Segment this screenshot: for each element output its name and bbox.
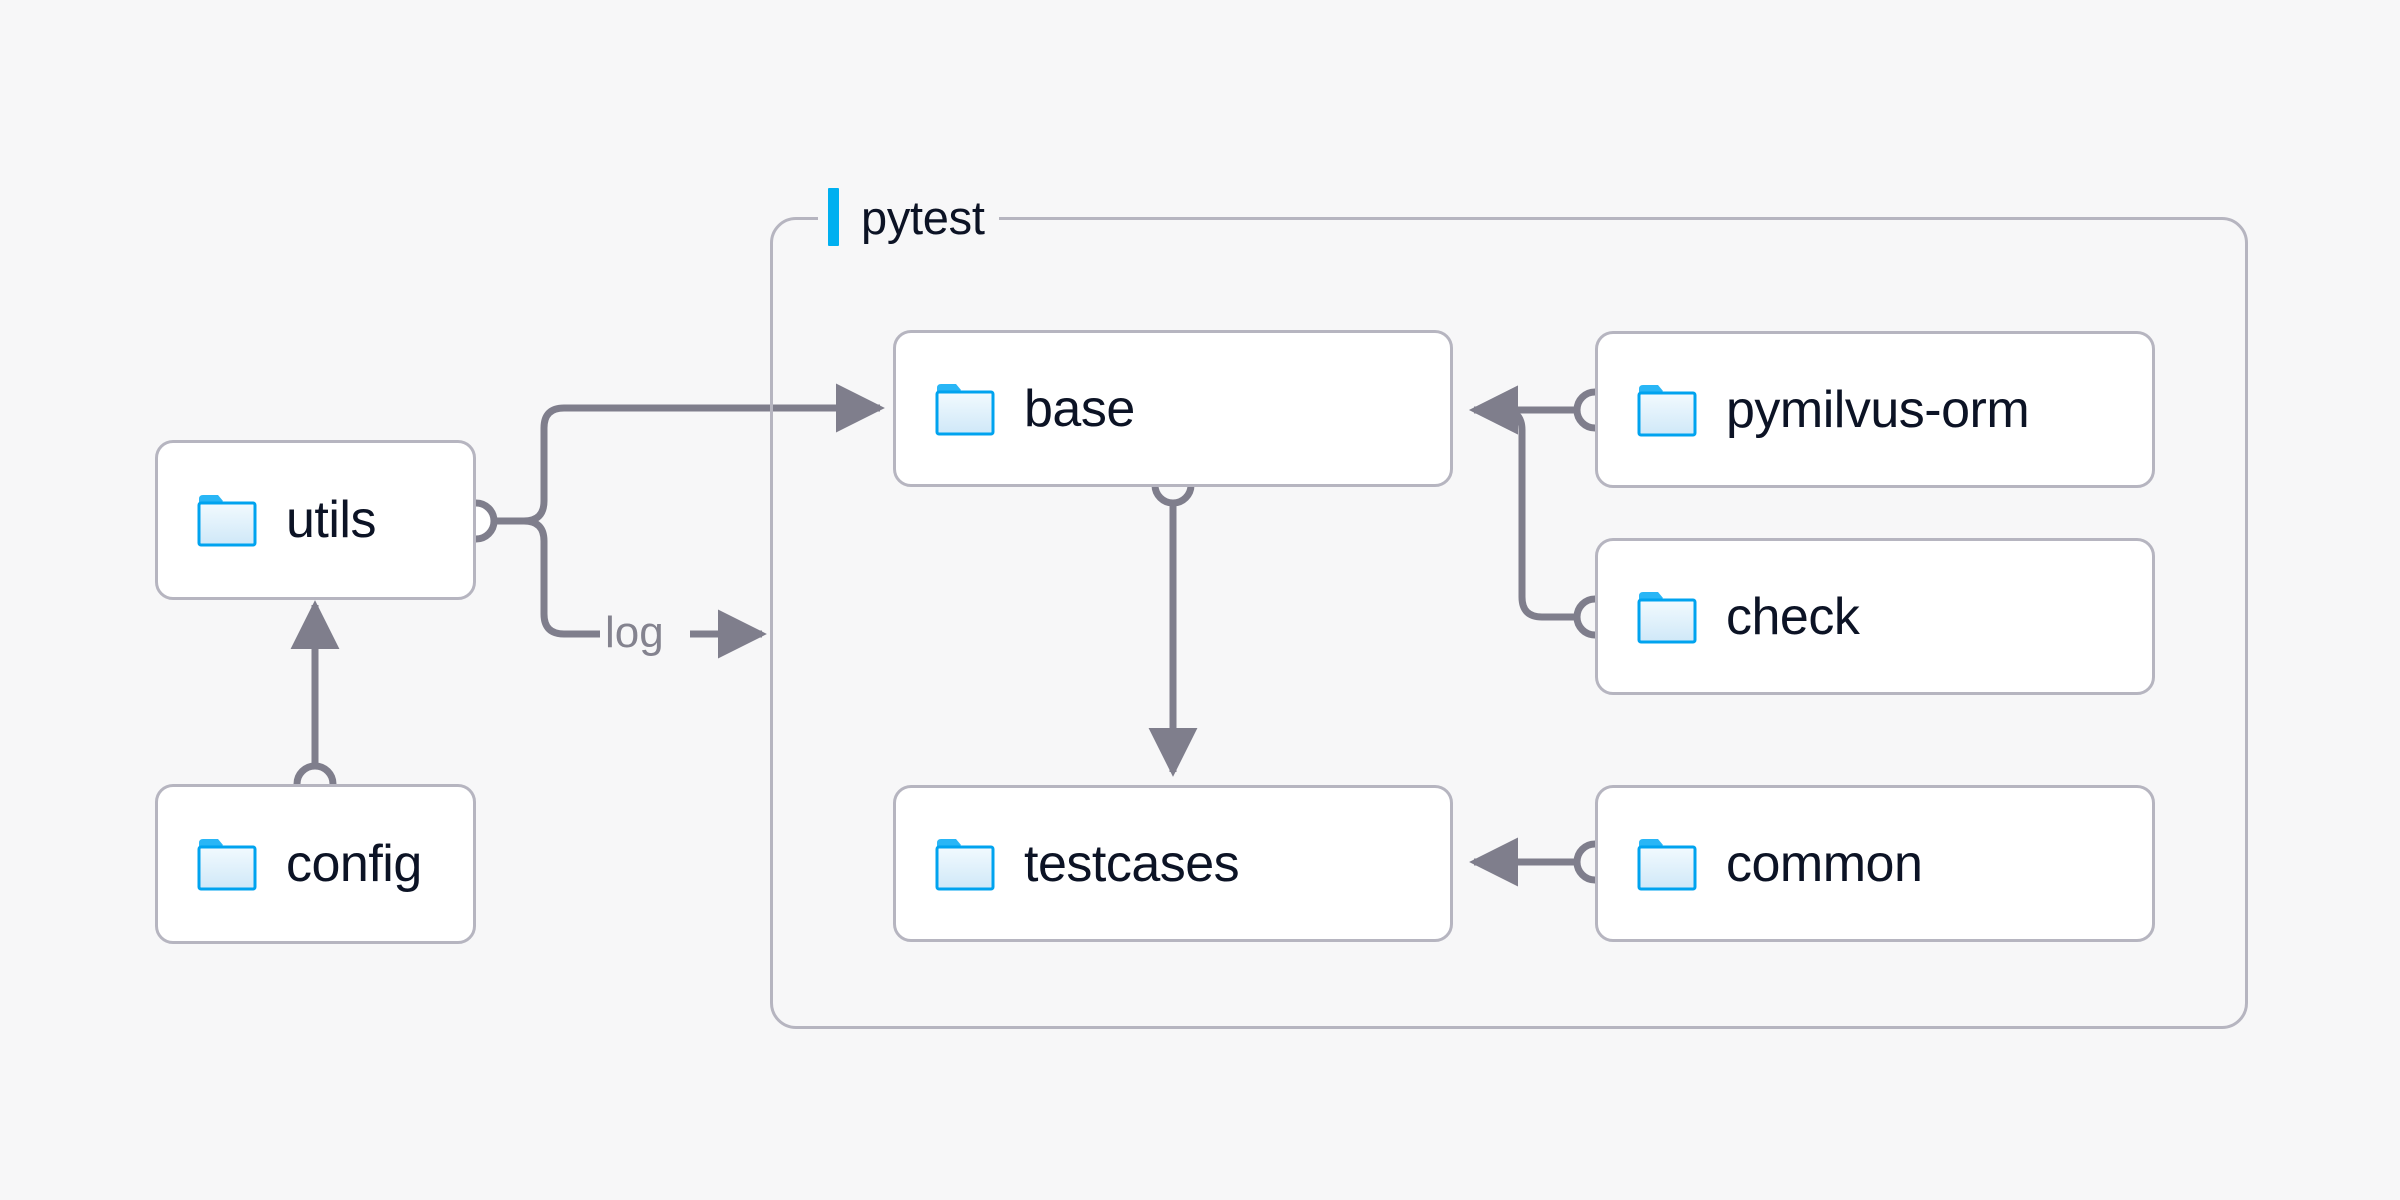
node-utils[interactable]: utils [155,440,476,600]
accent-bar-icon [828,188,839,246]
folder-icon [935,838,995,890]
pytest-group-container [770,217,2248,1029]
folder-icon [1637,838,1697,890]
folder-icon [1637,591,1697,643]
node-utils-label: utils [286,491,376,549]
node-pymilvus-orm-label: pymilvus-orm [1726,380,2030,439]
node-common-label: common [1726,834,1923,893]
node-check[interactable]: check [1595,538,2155,695]
folder-icon [197,495,257,547]
node-common[interactable]: common [1595,785,2155,942]
folder-icon [197,839,257,891]
pytest-group-title: pytest [861,190,985,244]
folder-icon [1637,384,1697,436]
node-base-label: base [1024,379,1135,438]
edge-label-log: log [605,608,664,657]
node-check-label: check [1726,587,1860,646]
node-pymilvus-orm[interactable]: pymilvus-orm [1595,331,2155,488]
pytest-group-label: pytest [818,186,999,248]
node-base[interactable]: base [893,330,1453,487]
node-testcases-label: testcases [1024,834,1240,893]
edge-config-to-utils [290,600,340,806]
node-config[interactable]: config [155,784,476,944]
node-testcases[interactable]: testcases [893,785,1453,942]
folder-icon [935,383,995,435]
node-config-label: config [286,835,422,893]
